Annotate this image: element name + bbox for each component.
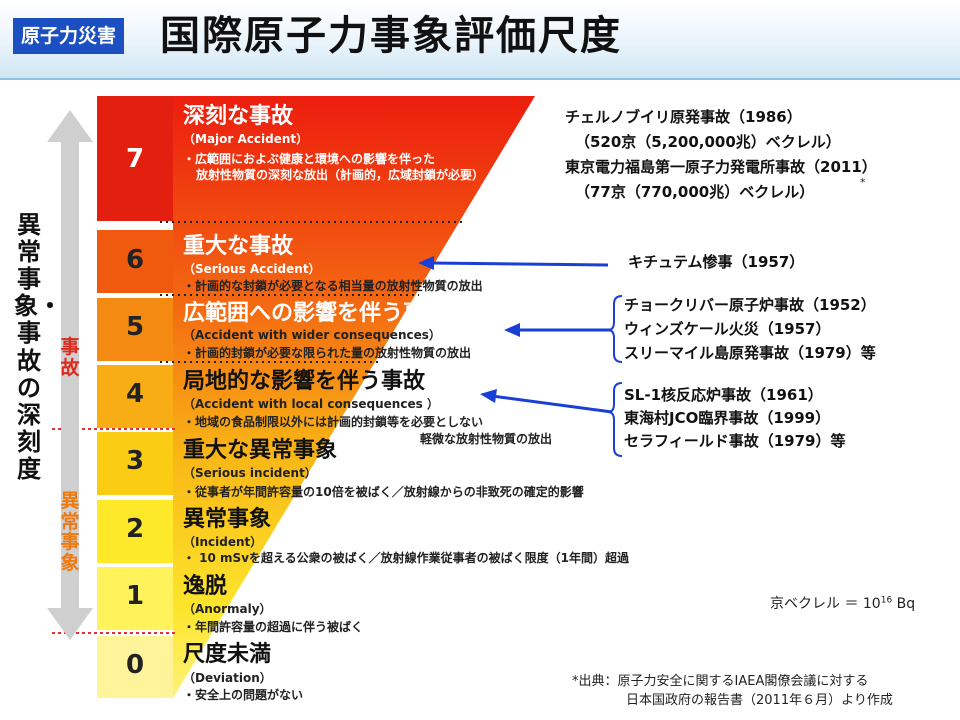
level-6-subtitle: （Serious Accident） [183,262,321,276]
example-chernobyl-release: （520京（5,200,000兆）ベクレル） [575,133,841,151]
level-2-box [97,500,173,563]
level-3-desc: ・従事者が年間許容量の10倍を被ばく／放射線からの非致死の確定的影響 [183,485,584,499]
level-3-box [97,432,173,495]
level-3-title: 重大な異常事象 [183,438,338,463]
level-7-title: 深刻な事故 [183,104,294,129]
example-three-mile-island: スリーマイル島原発事故（1979）等 [624,344,876,362]
example-windscale: ウィンズケール火災（1957） [624,320,831,338]
level-2-title: 異常事象 [183,507,272,532]
level-4-box [97,365,173,428]
level-4-title: 局地的な影響を伴う事故 [183,369,426,394]
example-fukushima: 東京電力福島第一原子力発電所事故（2011） [565,158,877,176]
level-4-subtitle: （Accident with local consequences ） [183,397,439,411]
level-7-subtitle: （Major Accident） [183,132,309,146]
level-0-number: 0 [125,650,145,680]
example-chalk-river: チョークリバー原子炉事故（1952） [624,296,876,314]
level-5-title: 広範囲への影響を伴う事故 [183,301,448,326]
page-title: 国際原子力事象評価尺度 [160,13,622,59]
severity-triangle [173,96,535,698]
level-7-desc-2: 放射性物質の深刻な放出（計画的，広域封鎖が必要） [196,168,485,182]
level-0-subtitle: （Deviation） [183,671,272,685]
example-braces [607,295,623,457]
example-sellafield: セラフィールド事故（1979）等 [624,432,846,450]
level-7-number: 7 [125,144,145,174]
example-chernobyl: チェルノブイリ原発事故（1986） [565,108,802,126]
severity-axis-arrow [47,110,93,640]
level-4-desc-1: ・地域の食品制限以外には計画的封鎖等を必要としない [183,415,484,429]
unit-note-prefix: 京ベクレル ＝ 10 [770,596,881,612]
severity-axis-label: 異常事象・事故の深刻度 [14,211,62,483]
unit-note: 京ベクレル ＝ 1016 Bq [770,593,915,613]
level-5-desc: ・計画的封鎖が必要な限られた量の放射性物質の放出 [183,346,472,360]
level-4-number: 4 [125,379,145,409]
level-7-desc-1: ・広範囲におよぶ健康と環境への影響を伴った [183,152,436,166]
level-6-box [97,230,173,293]
level-0-title: 尺度未満 [183,642,272,667]
level-3-subtitle: （Serious incident） [183,466,317,480]
unit-note-exponent: 16 [880,595,893,606]
level-5-number: 5 [125,312,145,342]
level-3-number: 3 [125,446,145,476]
level-1-title: 逸脱 [183,574,228,599]
example-fukushima-release: （77京（770,000兆）ベクレル） [575,183,815,201]
example-sl1: SL-1核反応炉事故（1961） [624,386,823,404]
example-tokaimura: 東海村JCO臨界事故（1999） [624,409,831,427]
level-1-number: 1 [125,581,145,611]
level-6-desc: ・計画的な封鎖が必要となる相当量の放射性物質の放出 [183,279,483,293]
level-2-number: 2 [125,514,145,544]
asterisk-mark: * [860,176,866,189]
example-kyshtym: キチュテム惨事（1957） [628,253,805,271]
level-0-box [97,636,173,698]
level-1-box [97,567,173,630]
level-1-desc: ・年間許容量の超過に伴う被ばく [183,620,364,634]
source-note-1: *出典：原子力安全に関するIAEA閣僚会議に対する [572,674,869,689]
level-6-number: 6 [125,245,145,275]
level-5-subtitle: （Accident with wider consequences） [183,328,441,342]
header-bar: 原子力災害 国際原子力事象評価尺度 [0,0,960,80]
level-2-subtitle: （Incident） [183,535,263,549]
level-separators [160,221,462,363]
level-2-desc: ・ 10 mSvを超える公衆の被ばく／放射線作業従事者の被ばく限度（1年間）超過 [183,551,630,565]
level-0-desc: ・安全上の問題がない [183,688,304,702]
level-6-title: 重大な事故 [183,234,294,259]
category-badge: 原子力災害 [13,18,125,54]
example-arrows [418,256,613,414]
incident-category-label: 異常事象 [60,490,80,574]
level-1-subtitle: （Anormaly） [183,602,272,616]
source-note-2: 日本国政府の報告書（2011年６月）より作成 [626,693,893,708]
level-7-box [97,96,173,221]
unit-note-suffix: Bq [892,596,916,612]
level-4-desc-2: 軽微な放射性物質の放出 [420,432,553,446]
level-5-box [97,298,173,361]
accident-category-label: 事故 [60,336,80,379]
